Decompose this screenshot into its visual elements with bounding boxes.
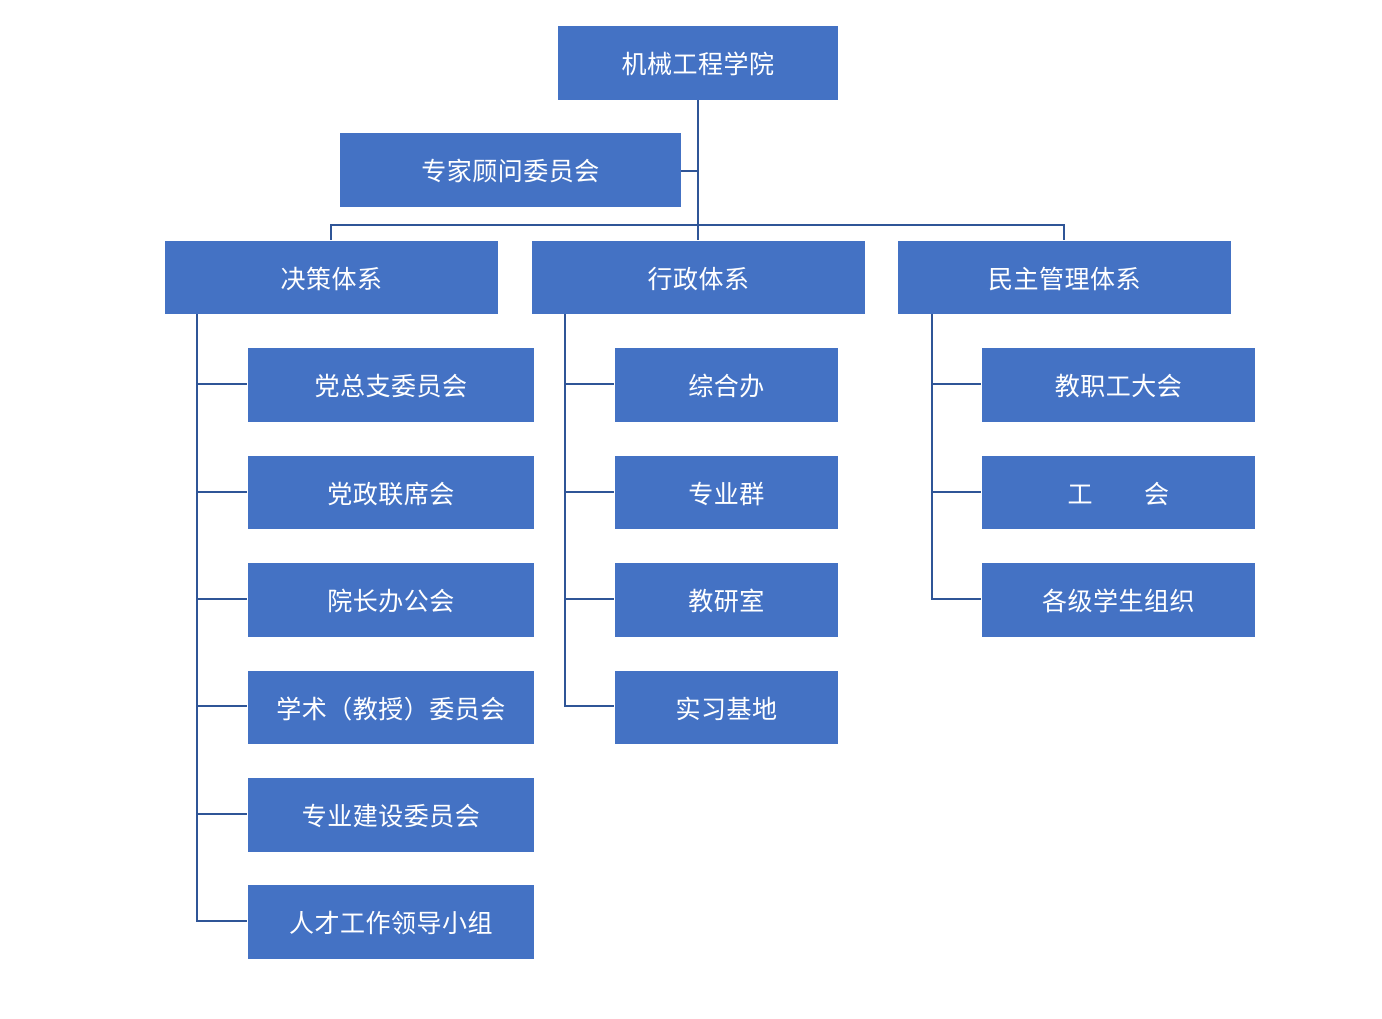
administration-child-node: 教研室	[615, 563, 838, 637]
administration-child-node: 实习基地	[615, 671, 838, 744]
decision-child-node: 党总支委员会	[248, 348, 534, 422]
system-node-democratic: 民主管理体系	[898, 241, 1231, 314]
advisory-node: 专家顾问委员会	[340, 133, 681, 207]
decision-child-node: 学术（教授）委员会	[248, 671, 534, 744]
root-node: 机械工程学院	[558, 26, 838, 100]
administration-child-node: 综合办	[615, 348, 838, 422]
decision-child-node: 院长办公会	[248, 563, 534, 637]
decision-child-node: 党政联席会	[248, 456, 534, 529]
administration-child-node: 专业群	[615, 456, 838, 529]
democratic-child-node: 工 会	[982, 456, 1255, 529]
democratic-child-node: 教职工大会	[982, 348, 1255, 422]
democratic-child-node: 各级学生组织	[982, 563, 1255, 637]
system-node-administration: 行政体系	[532, 241, 865, 314]
decision-child-node: 专业建设委员会	[248, 778, 534, 852]
system-node-decision: 决策体系	[165, 241, 498, 314]
decision-child-node: 人才工作领导小组	[248, 885, 534, 959]
